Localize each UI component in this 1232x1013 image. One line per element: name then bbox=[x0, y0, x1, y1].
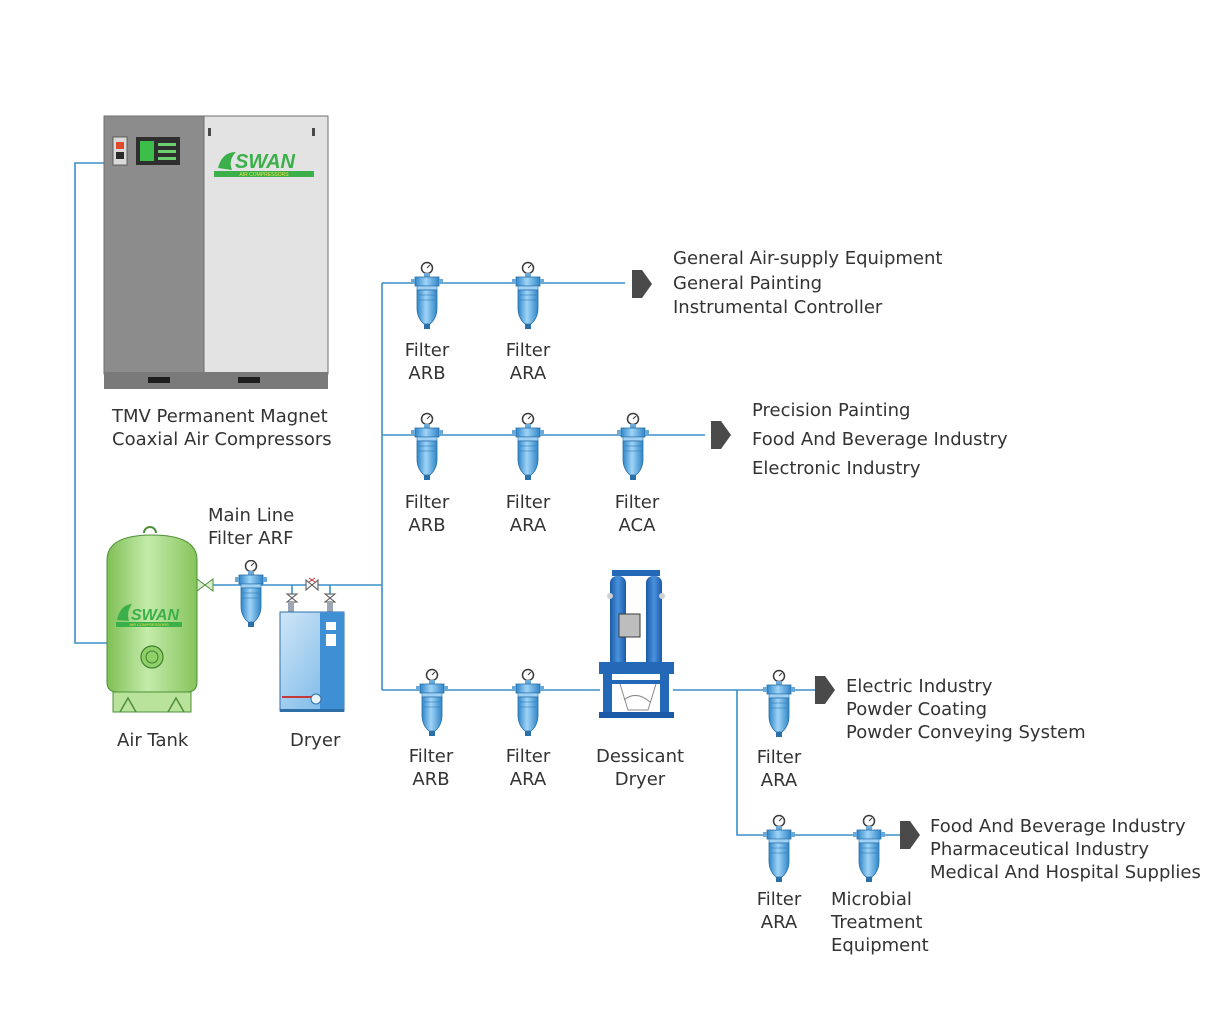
branch3-filter-ara-label: Filter ARA bbox=[505, 746, 551, 790]
branch1-filter-ara-icon bbox=[512, 261, 544, 330]
tank-logo-text: SWAN bbox=[131, 607, 179, 624]
destination-item: Powder Coating bbox=[846, 699, 988, 720]
destination-item: General Air-supply Equipment bbox=[673, 248, 943, 269]
branch2-filter-arb-icon bbox=[411, 412, 443, 481]
desiccant-dryer-label: Dessicant Dryer bbox=[595, 746, 685, 790]
branch3-filter-ara-icon bbox=[512, 668, 544, 737]
valve-icon bbox=[305, 577, 319, 592]
destination-item: Instrumental Controller bbox=[673, 297, 883, 318]
destination-item: Electronic Industry bbox=[752, 458, 921, 479]
air-tank: SWAN AIR COMPRESSORS bbox=[106, 526, 198, 713]
compressor-unit: SWAN AIR COMPRESSORS bbox=[103, 115, 329, 389]
valve-icon bbox=[323, 593, 337, 603]
branch1-filter-arb-label: Filter ARB bbox=[404, 340, 450, 384]
microbial-treatment-label: Microbial Treatment Equipment bbox=[831, 889, 929, 956]
branch2-destinations: Precision Painting Food And Beverage Ind… bbox=[752, 396, 1008, 483]
air-tank-label: Air Tank bbox=[117, 730, 189, 751]
branch3b-filter-ara-label: Filter ARA bbox=[756, 889, 802, 933]
branch3-filter-arb-icon bbox=[416, 668, 448, 737]
branch2-filter-aca-label: Filter ACA bbox=[614, 492, 660, 536]
destination-item: General Painting bbox=[673, 272, 823, 294]
refrigerated-dryer bbox=[279, 603, 345, 712]
destination-item: Pharmaceutical Industry bbox=[930, 839, 1150, 860]
branch2-filter-arb-label: Filter ARB bbox=[404, 492, 450, 536]
branch3a-filter-ara-icon bbox=[763, 669, 795, 738]
desiccant-dryer bbox=[599, 570, 674, 718]
arrow-right-icon bbox=[632, 270, 652, 298]
branch1-destinations: General Air-supply Equipment General Pai… bbox=[673, 247, 942, 321]
destination-item: Food And Beverage Industry bbox=[752, 429, 1008, 450]
compressor-logo-subtext: AIR COMPRESSORS bbox=[239, 172, 289, 178]
compressor-label: TMV Permanent Magnet Coaxial Air Compres… bbox=[112, 406, 332, 450]
branch3b-destinations: Food And Beverage Industry Pharmaceutica… bbox=[930, 815, 1201, 884]
branch3a-destinations: Electric Industry Powder Coating Powder … bbox=[846, 675, 1086, 744]
tank-logo-subtext: AIR COMPRESSORS bbox=[129, 622, 169, 627]
branch1-filter-ara-label: Filter ARA bbox=[505, 340, 551, 384]
branch2-filter-ara-label: Filter ARA bbox=[505, 492, 551, 536]
compressor-logo-text: SWAN bbox=[235, 151, 296, 173]
arrow-right-icon bbox=[900, 821, 920, 849]
destination-item: Electric Industry bbox=[846, 676, 993, 697]
branch3b-filter-ara-icon bbox=[763, 814, 795, 883]
main-line-filter-label: Main Line Filter ARF bbox=[208, 505, 295, 549]
branch2-filter-ara-icon bbox=[512, 412, 544, 481]
destination-item: Powder Conveying System bbox=[846, 722, 1086, 743]
main-line-filter-arf-icon bbox=[235, 560, 267, 628]
destination-item: Medical And Hospital Supplies bbox=[930, 862, 1201, 883]
valve-icon bbox=[285, 593, 299, 603]
branch3a-filter-ara-label: Filter ARA bbox=[756, 747, 802, 791]
dryer-label: Dryer bbox=[290, 730, 341, 751]
valve-icon bbox=[196, 578, 214, 592]
branch3-filter-arb-label: Filter ARB bbox=[408, 746, 454, 790]
arrow-right-icon bbox=[815, 676, 835, 704]
branch1-filter-arb-icon bbox=[411, 261, 443, 330]
arrow-right-icon bbox=[711, 421, 731, 449]
microbial-treatment-icon bbox=[853, 814, 885, 883]
branch2-filter-aca-icon bbox=[617, 412, 649, 481]
destination-item: Precision Painting bbox=[752, 400, 911, 421]
destination-item: Food And Beverage Industry bbox=[930, 816, 1186, 837]
